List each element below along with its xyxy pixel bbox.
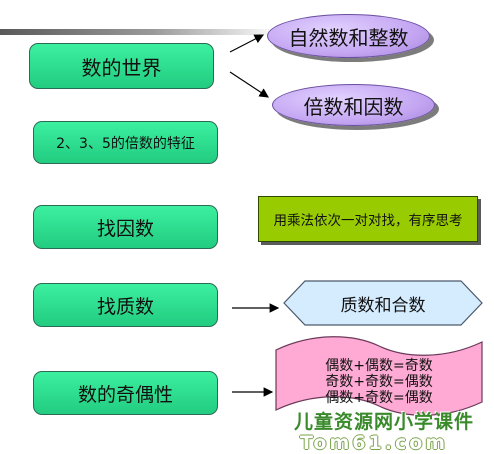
topic-find-factors: 找因数 <box>33 205 218 249</box>
topic-find-factors-label: 找因数 <box>96 217 154 240</box>
topic-find-primes: 找质数 <box>33 283 218 327</box>
topic-world: 数的世界 <box>29 43 214 89</box>
title-rule <box>0 29 280 35</box>
parity-rule: 偶数+奇数=偶数 <box>325 390 433 406</box>
parity-rule: 奇数+奇数=偶数 <box>325 374 433 390</box>
topic-parity: 数的奇偶性 <box>33 371 218 415</box>
topic-parity-label: 数的奇偶性 <box>77 383 173 406</box>
node-multiples-factors-label: 倍数和因数 <box>303 94 404 119</box>
node-naturals: 自然数和整数 <box>267 14 430 58</box>
node-primes-composites: 质数和合数 <box>283 280 483 326</box>
arrow-to-naturals <box>229 34 265 53</box>
hexagon-shape <box>283 280 483 326</box>
parity-rule: 偶数+偶数=奇数 <box>325 358 433 374</box>
wave-banner-shape <box>275 336 483 416</box>
arrow-to-multiples <box>229 71 270 98</box>
topic-multiples-rule: 2、3、5的倍数的特征 <box>33 121 218 164</box>
factors-tip-label: 用乘法依次一对对找，有序思考 <box>273 213 463 229</box>
node-multiples-factors: 倍数和因数 <box>272 84 435 126</box>
watermark-site: Tom61.com <box>300 432 449 454</box>
node-primes-composites-label: 质数和合数 <box>340 295 426 316</box>
parity-rules-list: 偶数+偶数=奇数 奇数+奇数=偶数 偶数+奇数=偶数 <box>274 352 484 412</box>
factors-tip-box: 用乘法依次一对对找，有序思考 <box>258 196 478 242</box>
watermark-title: 儿童资源网小学课件 <box>294 411 475 433</box>
topic-multiples-rule-label: 2、3、5的倍数的特征 <box>56 135 195 152</box>
node-naturals-label: 自然数和整数 <box>288 25 409 50</box>
topic-world-label: 数的世界 <box>81 55 162 80</box>
topic-find-primes-label: 找质数 <box>96 295 154 318</box>
